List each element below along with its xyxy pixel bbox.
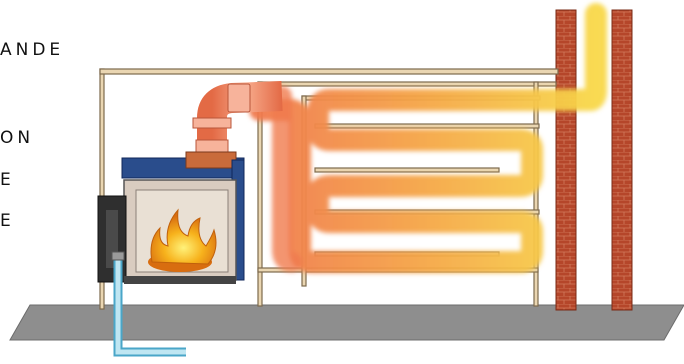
warm-air-flow [260,14,596,262]
ground-slab [10,305,684,340]
